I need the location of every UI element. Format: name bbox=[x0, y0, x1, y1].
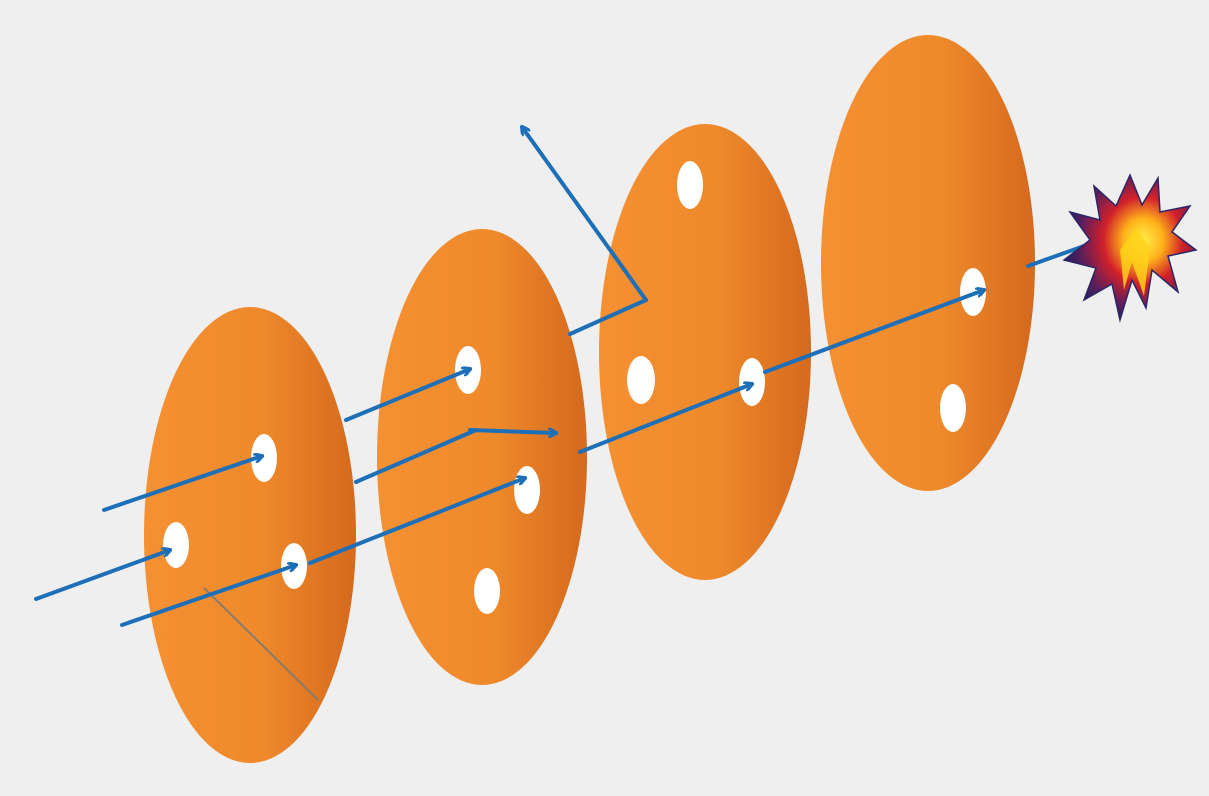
disc-1-hole-left bbox=[163, 522, 189, 568]
arrow-into-disc3-right bbox=[578, 384, 752, 454]
arrow-disc2-deflected bbox=[468, 430, 556, 433]
arrow-into-disc1-right bbox=[120, 565, 296, 627]
disc-4 bbox=[821, 35, 1035, 491]
disc-2 bbox=[377, 229, 587, 685]
explosion-core bbox=[1120, 228, 1150, 296]
arrow-bounced-back bbox=[522, 127, 648, 302]
disc-2-body bbox=[377, 229, 587, 685]
arrow-group bbox=[34, 127, 1140, 627]
arrow-into-disc4-top bbox=[763, 290, 984, 374]
arrow-into-disc1-left bbox=[34, 550, 170, 601]
arrow-into-disc1-top bbox=[102, 456, 262, 512]
explosion-icon bbox=[1062, 173, 1198, 323]
disc-3-hole-left bbox=[627, 356, 655, 404]
disc-1 bbox=[144, 307, 356, 763]
disc-3-hole-top bbox=[677, 161, 703, 209]
disc-1-guide-line bbox=[203, 587, 319, 701]
disc-3-body bbox=[599, 124, 811, 580]
arrow-into-disc2-middle bbox=[308, 478, 525, 565]
disc-3-hole-right bbox=[739, 358, 765, 406]
disc-2-hole-middle bbox=[514, 466, 540, 514]
disc-2-hole-bottom bbox=[474, 568, 500, 614]
disc-1-body bbox=[144, 307, 356, 763]
arrow-to-disc2-deflect bbox=[354, 428, 478, 484]
disc-4-body bbox=[821, 35, 1035, 491]
disc-3 bbox=[599, 124, 811, 580]
arrow-to-disc3-bounce bbox=[568, 298, 648, 336]
arrow-into-disc2-top bbox=[344, 369, 470, 422]
disc-4-hole-bottom bbox=[940, 384, 966, 432]
